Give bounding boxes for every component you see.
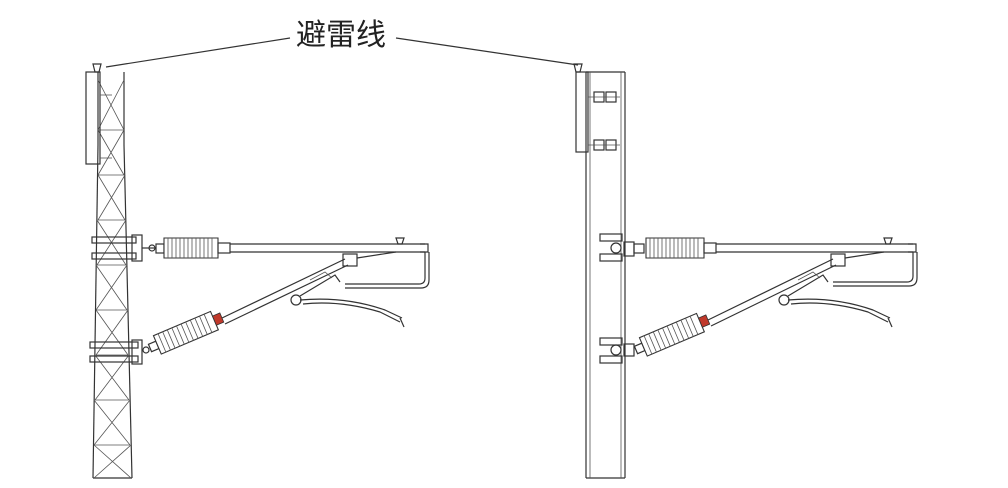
leader-line-right xyxy=(395,37,579,66)
left-wire-support-bracket xyxy=(85,63,112,165)
left-lattice-mast xyxy=(92,72,133,479)
right-inclined-insulator xyxy=(633,312,711,357)
left-steady-arm xyxy=(290,271,405,328)
left-inclined-insulator xyxy=(147,310,225,355)
right-diagonal-brace xyxy=(707,251,885,327)
left-diagonal-brace xyxy=(221,251,397,325)
right-steady-arm xyxy=(778,271,893,328)
right-h-beam-mast xyxy=(585,71,626,479)
right-wire-support-bracket xyxy=(573,63,620,153)
right-lower-attachment xyxy=(599,337,635,364)
left-lower-attachment xyxy=(89,339,150,365)
right-upper-insulator xyxy=(633,237,717,259)
leader-line-left xyxy=(105,37,291,68)
left-upper-attachment xyxy=(91,234,156,262)
left-horizontal-cantilever xyxy=(230,237,430,289)
right-upper-attachment xyxy=(599,233,635,262)
left-upper-insulator xyxy=(155,237,231,259)
lightning-wire-label: 避雷线 xyxy=(296,18,386,53)
